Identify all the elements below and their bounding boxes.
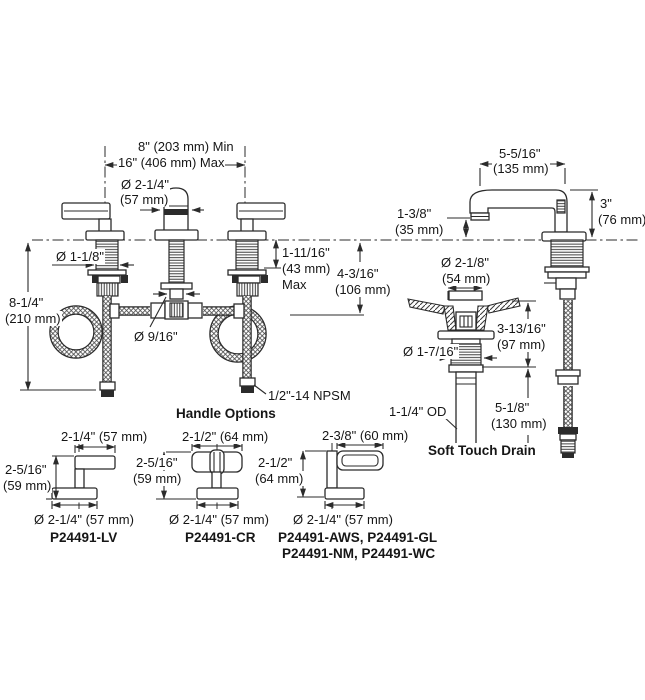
hose-end-fitting-left <box>99 381 116 397</box>
hose-thread-label: 1/2"-14 NPSM <box>267 388 352 404</box>
handle1-top-dim-label: 2-1/4" (57 mm) <box>60 429 149 445</box>
dim-deck-thickness-label-3: Max <box>281 277 308 293</box>
supply-hose-left-loop <box>49 305 103 359</box>
dim-height <box>20 242 96 391</box>
handle1-height-label-2: (59 mm) <box>2 478 53 494</box>
dim-drain-flange-label-1: Ø 2-1/8" <box>440 255 490 271</box>
dim-spout-height-label-2: (76 mm) <box>597 212 645 228</box>
dim-spout-dia-label-1: Ø 2-1/4" <box>120 177 170 193</box>
dim-tail-length-label-1: 5-1/8" <box>494 400 531 416</box>
dim-deck-thickness-label-2: (43 mm) <box>281 261 332 277</box>
dim-reach-label-1: 5-5/16" <box>498 146 542 162</box>
dim-below-deck-label-1: 4-3/16" <box>336 266 380 282</box>
dim-drain-flange-label-2: (54 mm) <box>441 271 492 287</box>
handle2-base-dim-label: Ø 2-1/4" (57 mm) <box>168 512 270 528</box>
dim-supply-dia-label: Ø 9/16" <box>133 329 179 345</box>
dim-drain-body-label: Ø 1-7/16" <box>402 344 460 360</box>
dim-tail-length-label-2: (130 mm) <box>490 416 548 432</box>
dim-height-label-2: (210 mm) <box>4 311 62 327</box>
handle3-model-label: P24491-AWS, P24491-GL <box>277 530 439 546</box>
dim-spout-height <box>570 189 598 238</box>
dim-reach-label-2: (135 mm) <box>492 161 550 177</box>
dim-spread-min-label: 8" (203 mm) Min <box>137 139 235 155</box>
drain-caption: Soft Touch Drain <box>427 443 537 459</box>
right-valve-assembly <box>227 239 268 297</box>
hose-end-fitting-right <box>239 377 256 393</box>
tailpiece-od-label: 1-1/4" OD <box>388 404 448 420</box>
spout-side-view <box>469 189 587 242</box>
handle2-model-label: P24491-CR <box>184 530 257 546</box>
handle3-height-label-1: 2-1/2" <box>257 455 294 471</box>
dim-outlet-height-label-2: (35 mm) <box>394 222 445 238</box>
hose-fittings <box>109 300 245 320</box>
tee-assembly <box>160 239 193 300</box>
dim-drain-upper-label-1: 3-13/16" <box>496 321 547 337</box>
npsm-leader <box>253 384 267 395</box>
dim-spout-height-label-1: 3" <box>599 196 613 212</box>
left-handle <box>61 202 125 241</box>
dim-shank-dia-label: Ø 1-1/8" <box>55 249 105 265</box>
handle3-model2-label: P24491-NM, P24491-WC <box>281 546 437 562</box>
dim-below-deck-label-2: (106 mm) <box>334 282 392 298</box>
spout-shank <box>544 239 590 300</box>
dim-below-deck <box>290 242 364 316</box>
spout-supply-hose <box>555 300 581 458</box>
dim-drain-upper-label-2: (97 mm) <box>496 337 547 353</box>
handle-option-cr <box>156 441 243 509</box>
handle-option-lv <box>46 441 116 509</box>
dim-height-label-1: 8-1/4" <box>8 295 45 311</box>
dim-spread-max-label: 16" (406 mm) Max <box>117 155 226 171</box>
handle-options-title: Handle Options <box>175 406 277 422</box>
handle1-height-label-1: 2-5/16" <box>4 462 48 478</box>
handle-option-aws <box>297 441 384 509</box>
handle2-top-dim-label: 2-1/2" (64 mm) <box>181 429 270 445</box>
handle2-height-label-2: (59 mm) <box>132 471 183 487</box>
handle3-top-dim-label: 2-3/8" (60 mm) <box>321 428 410 444</box>
right-handle <box>227 202 286 241</box>
handle1-model-label: P24491-LV <box>49 530 119 546</box>
dim-outlet-height-label-1: 1-3/8" <box>396 206 433 222</box>
dim-supply-dia <box>149 291 200 328</box>
handle1-base-dim-label: Ø 2-1/4" (57 mm) <box>33 512 135 528</box>
handle2-height-label-1: 2-5/16" <box>135 455 179 471</box>
dim-deck-thickness-label-1: 1-11/16" <box>281 245 331 261</box>
dim-spout-dia-label-2: (57 mm) <box>119 192 170 208</box>
handle3-base-dim-label: Ø 2-1/4" (57 mm) <box>292 512 394 528</box>
handle3-height-label-2: (64 mm) <box>254 471 305 487</box>
dim-outlet-height <box>447 217 470 238</box>
